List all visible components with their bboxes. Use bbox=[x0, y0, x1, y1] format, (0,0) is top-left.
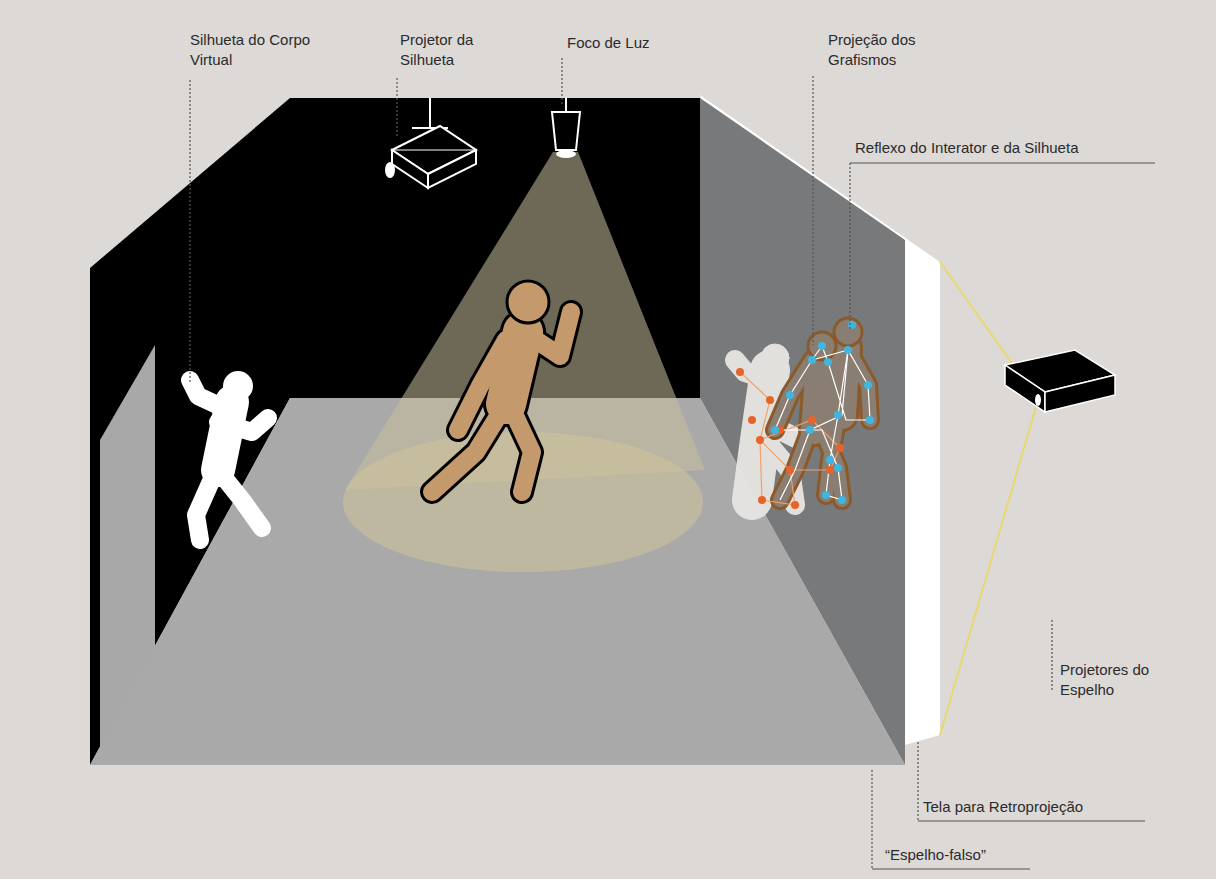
callout-label: Foco de Luz bbox=[567, 33, 687, 53]
label-underlines bbox=[850, 163, 1155, 869]
reflection-figures bbox=[775, 318, 870, 500]
label-underlines bbox=[918, 820, 1145, 821]
interactor-figure bbox=[432, 312, 571, 492]
graphics-dots-cyan bbox=[818, 342, 826, 350]
graphics-dots-cyan bbox=[834, 411, 842, 419]
graphics-dots-cyan bbox=[771, 321, 874, 504]
callout-label: “Espelho-falso” bbox=[885, 845, 1045, 865]
graphics-skeleton bbox=[775, 346, 870, 500]
graphics-skeleton bbox=[740, 346, 870, 505]
graphics-dots-cyan bbox=[771, 426, 779, 434]
leader-lines bbox=[917, 742, 918, 821]
mirror-projector bbox=[1045, 375, 1115, 412]
graphics-dots-cyan bbox=[806, 426, 814, 434]
reflection-figures bbox=[775, 350, 870, 500]
virtual-body-silhouette bbox=[224, 372, 252, 400]
graphics-dots-cyan bbox=[864, 381, 872, 389]
virtual-body-silhouette bbox=[190, 372, 268, 540]
graphics-dots-cyan bbox=[838, 496, 846, 504]
graphics-dots-cyan bbox=[808, 356, 816, 364]
graphics-dots-cyan bbox=[826, 456, 834, 464]
graphics-dots-orange bbox=[748, 416, 756, 424]
graphics-dots-orange bbox=[826, 466, 834, 474]
spotlight bbox=[565, 98, 567, 112]
graphics-dots-cyan bbox=[786, 391, 794, 399]
callout-label: Silhueta do Corpo Virtual bbox=[190, 30, 315, 69]
graphics-dots-orange bbox=[756, 436, 764, 444]
leader-lines bbox=[1051, 620, 1052, 690]
graphics-dots-cyan bbox=[834, 464, 842, 472]
graphics-dots-orange bbox=[736, 368, 744, 376]
graphics-dots-orange bbox=[808, 416, 816, 424]
reflection-figures bbox=[834, 318, 862, 346]
silhouette-projector bbox=[428, 150, 476, 188]
leader-lines bbox=[561, 58, 562, 104]
reflection-figures bbox=[808, 332, 836, 360]
leader-lines bbox=[396, 78, 397, 136]
leader-lines bbox=[189, 80, 190, 382]
graphics-dots-orange bbox=[786, 466, 794, 474]
callout-label: Tela para Retroprojeção bbox=[923, 797, 1148, 817]
callout-label: Projetor da Silhueta bbox=[400, 30, 495, 69]
mirror-projector bbox=[940, 400, 1038, 735]
label-underlines bbox=[872, 868, 1030, 869]
interactor-figure bbox=[432, 312, 571, 492]
leader-lines bbox=[812, 76, 813, 345]
graphics-skeleton bbox=[780, 350, 848, 500]
graphics-dots-orange bbox=[736, 368, 844, 509]
silhouette-projector bbox=[392, 150, 476, 151]
spotlight bbox=[552, 98, 580, 158]
reflection-silhouette bbox=[761, 344, 789, 372]
mirror-projector bbox=[1005, 365, 1045, 412]
callout-label: Projetores do Espelho bbox=[1060, 660, 1160, 699]
spotlight bbox=[552, 112, 580, 150]
silhouette-projector bbox=[386, 98, 476, 188]
label-underlines bbox=[850, 162, 1155, 163]
interactor-figure bbox=[432, 281, 571, 492]
virtual-body-silhouette bbox=[190, 380, 268, 540]
graphics-dots-cyan bbox=[866, 416, 874, 424]
callout-label: Reflexo do Interator e da Silhueta bbox=[855, 138, 1155, 158]
graphics-dots-orange bbox=[791, 501, 799, 509]
silhouette-projector bbox=[429, 98, 431, 128]
leader-lines bbox=[849, 163, 850, 330]
silhouette-projector bbox=[392, 150, 428, 188]
leader-lines bbox=[190, 58, 1052, 869]
graphics-dots-orange bbox=[758, 496, 766, 504]
light-beam bbox=[343, 152, 705, 572]
graphics-dots-cyan bbox=[822, 491, 830, 499]
leader-lines bbox=[871, 770, 872, 869]
interactor-figure bbox=[507, 281, 549, 323]
graphics-dots-orange bbox=[836, 444, 844, 452]
graphics-dots-cyan bbox=[824, 358, 832, 366]
spotlight bbox=[556, 150, 576, 158]
graphics-dots-cyan bbox=[848, 321, 856, 329]
graphics-dots-orange bbox=[766, 396, 774, 404]
mirror-projector bbox=[1035, 394, 1041, 406]
graphics-dots-cyan bbox=[844, 346, 852, 354]
silhouette-projector bbox=[386, 163, 394, 177]
callout-label: Projeção dos Grafismos bbox=[828, 30, 933, 69]
